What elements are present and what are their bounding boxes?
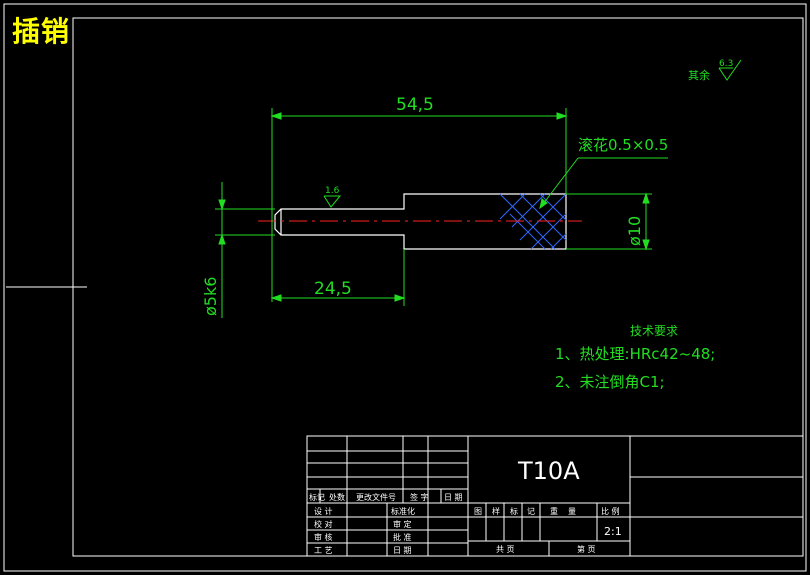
tb-scale-label: 比 例 [601,506,620,516]
dim-small-dia: ø5k6 [201,277,220,316]
tb-sheet-num: 第 页 [577,544,596,554]
tb-header-mark: 标记 [309,492,325,502]
dim-small-length: 24,5 [314,279,352,299]
dim-large-dia: ø10 [625,216,644,246]
tech-req-item-1: 1、热处理:HRc42~48; [555,345,715,363]
tb-stage-1: 图 [474,507,482,516]
part-name-label: 插销 [12,15,71,48]
tb-stage-6: 量 [568,507,576,516]
knurl-hatch [499,193,567,250]
tb-stage-2: 样 [492,506,500,516]
tb-label-process: 工 艺 [314,546,333,555]
tb-header-count: 处数 [329,492,345,502]
tb-header-date: 日 期 [444,493,463,502]
roughness-other-label: 其余 [688,68,710,82]
tb-label-sanction: 批 准 [393,532,412,542]
dim-overall-length: 54,5 [396,95,434,115]
tb-sheet-total: 共 页 [496,545,515,554]
roughness-other-value: 6.3 [719,59,733,69]
roughness-surface-value: 1.6 [325,186,340,196]
title-block [306,435,804,557]
tb-label-approve: 审 定 [393,519,412,529]
tb-stage-5: 重 [550,506,558,516]
tb-label-design: 设 计 [314,506,333,516]
tb-scale-value: 2:1 [604,525,622,538]
roughness-symbol-other [718,59,742,81]
inner-frame [72,17,804,557]
title-block-text: T10A 标记 处数 更改文件号 签 字 日 期 设 计 校 对 审 核 工 艺… [309,457,622,555]
outer-border [3,3,807,572]
tech-req-title: 技术要求 [630,324,678,338]
tb-header-doc: 更改文件号 [356,492,396,502]
tb-label-date2: 日 期 [393,546,412,555]
material-label: T10A [517,457,580,485]
dimension-lines [215,108,668,318]
roughness-symbol-surface [323,195,342,208]
tb-stage-4: 记 [527,507,535,516]
tb-label-review: 审 核 [314,532,333,542]
tech-req-item-2: 2、未注倒角C1; [555,373,665,391]
tb-stage-3: 标 [510,506,518,516]
knurl-note: 滚花0.5×0.5 [578,136,668,154]
tb-header-sign: 签 字 [410,492,429,502]
tb-label-standard: 标准化 [391,506,415,516]
tb-label-check: 校 对 [314,519,333,529]
